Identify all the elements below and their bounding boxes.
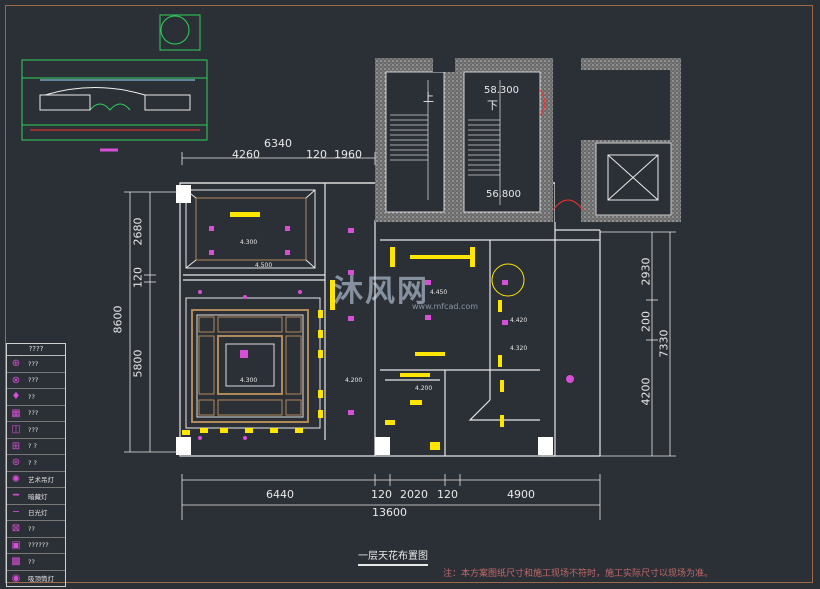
fan-icon: ▩ xyxy=(11,556,21,568)
legend-table: ???? ⊕??? ⊗??? ♦?? ▦??? ◫??? ⊞? ? ⊛? ? ✺… xyxy=(6,343,66,587)
dim-right-part-1: 2930 xyxy=(639,257,653,286)
legend-row: ▩?? xyxy=(7,554,65,571)
double-lamp-icon: ◫ xyxy=(11,424,21,436)
dim-bottom-part-4: 120 xyxy=(437,488,458,501)
dim-left-part-1: 2680 xyxy=(131,217,145,246)
level-stair-top: 58.300 xyxy=(484,85,519,96)
stair-up-label: 上 xyxy=(423,91,434,104)
dim-right-total: 7330 xyxy=(657,329,671,358)
dim-left-part-3: 5800 xyxy=(131,349,145,378)
legend-row: ⊕??? xyxy=(7,356,65,373)
legend-row: ▦??? xyxy=(7,406,65,422)
dim-bottom-part-5: 4900 xyxy=(507,488,535,501)
dim-bottom-part-3: 2020 xyxy=(400,488,428,501)
ceiling-height: 4.200 xyxy=(415,385,433,392)
columns xyxy=(176,185,553,455)
spot-fixtures xyxy=(198,226,574,440)
ceiling-lamp-icon: ◉ xyxy=(11,572,21,584)
detail-thumbnail xyxy=(21,14,208,152)
stair-core xyxy=(375,58,681,222)
legend-row: ♦?? xyxy=(7,389,65,406)
drawing-frame xyxy=(5,5,813,583)
dim-left-part-2: 120 xyxy=(131,267,145,288)
stair-down-label: 下 xyxy=(487,99,498,112)
dim-right-part-2: 200 xyxy=(639,311,653,332)
spotlight-icon: ⊗ xyxy=(11,374,21,386)
legend-row: ✺艺术吊灯 xyxy=(7,472,65,488)
strip-light-icon: ━ xyxy=(12,490,20,502)
dim-bottom-part-2: 120 xyxy=(371,488,392,501)
legend-row: ▣?????? xyxy=(7,538,65,554)
smoke-detector-icon: ⊛ xyxy=(11,457,21,469)
ceiling-height: 4.300 xyxy=(240,377,258,384)
ceiling-height: 4.450 xyxy=(430,289,448,296)
level-stair-bottom: 56.800 xyxy=(486,189,521,200)
drawing-note: 注：本方案图纸尺寸和施工现场不符时，施工实际尺寸以现场为准。 xyxy=(443,569,714,579)
ceiling-room-top-left xyxy=(185,189,316,269)
building-walls xyxy=(179,182,601,457)
downlight-icon: ⊕ xyxy=(11,358,21,370)
legend-row: ◫??? xyxy=(7,422,65,439)
tube-light-icon: ─ xyxy=(12,506,20,518)
watermark-logo: 沐风网 xyxy=(333,274,429,309)
watermark-url: www.mfcad.com xyxy=(412,302,479,311)
legend-row: ◉吸顶筒灯 xyxy=(7,571,65,587)
grille-lamp-icon: ▦ xyxy=(11,407,21,419)
legend-row: ⊗??? xyxy=(7,373,65,389)
ceiling-height: 4.320 xyxy=(510,345,528,352)
panel-icon: ▣ xyxy=(11,539,21,551)
dim-left-total: 8600 xyxy=(111,305,125,334)
round-ceiling xyxy=(491,263,525,297)
dim-top-part-1: 4260 xyxy=(232,148,260,161)
art-pendant-icon: ✺ xyxy=(11,473,21,485)
ceiling-height: 4.200 xyxy=(345,377,363,384)
exhaust-icon: ⊞ xyxy=(11,440,21,452)
ceiling-room-main xyxy=(185,297,321,429)
ceiling-height: 4.500 xyxy=(255,262,273,269)
dim-top-total: 6340 xyxy=(264,137,292,150)
legend-row: ⊛? ? xyxy=(7,455,65,472)
dim-bottom-part-1: 6440 xyxy=(266,488,294,501)
dimension-lines xyxy=(124,152,676,520)
wall-lamp-icon: ♦ xyxy=(11,391,21,403)
vent-icon: ⊠ xyxy=(11,523,21,535)
ceiling-height: 4.420 xyxy=(510,317,528,324)
ceiling-height: 4.300 xyxy=(240,239,258,246)
dim-top-part-3: 1960 xyxy=(334,148,362,161)
drawing-title: 一层天花布置图 xyxy=(358,547,428,566)
legend-row: ⊠?? xyxy=(7,521,65,538)
legend-header: ???? xyxy=(7,344,65,356)
dim-top-part-2: 120 xyxy=(306,148,327,161)
light-fixtures xyxy=(182,247,504,450)
legend-row: ─日光灯 xyxy=(7,505,65,521)
legend-row: ━暗藏灯 xyxy=(7,488,65,505)
dim-bottom-total: 13600 xyxy=(372,506,407,519)
dim-right-part-3: 4200 xyxy=(639,377,653,406)
legend-row: ⊞? ? xyxy=(7,439,65,455)
